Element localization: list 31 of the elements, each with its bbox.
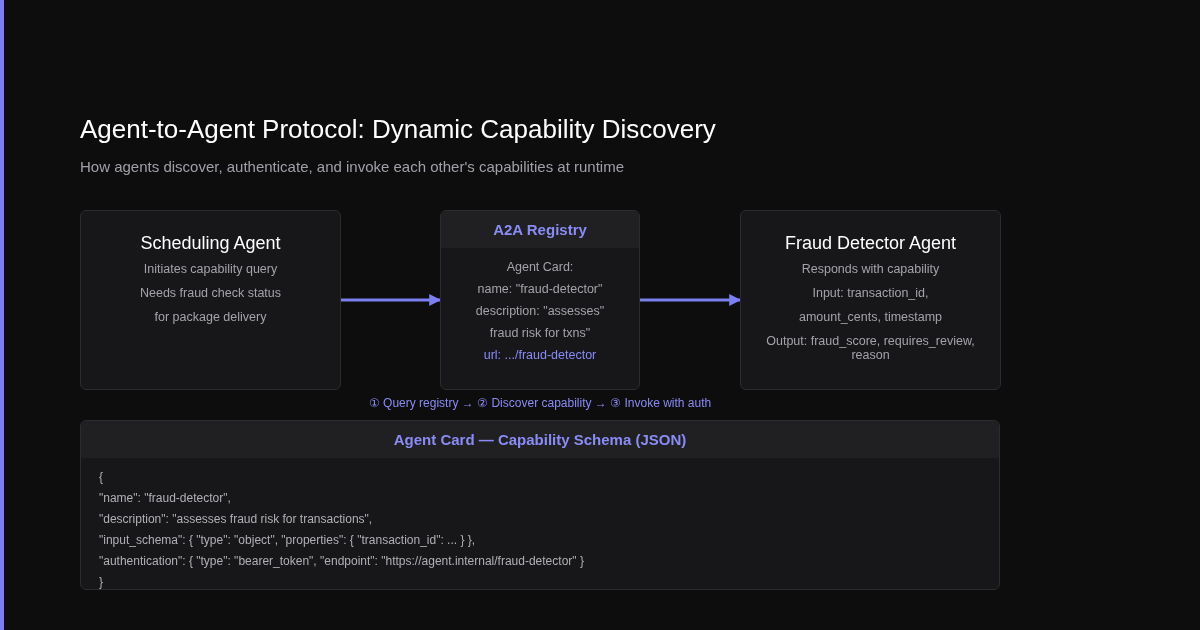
schema-panel (80, 420, 1000, 590)
description-text: Initiates capability query (143, 262, 278, 276)
description-text: Agent Card: (506, 260, 574, 274)
step-sequence: ① Query registry → ② Discover capability → ③ Invoke with auth (367, 396, 713, 410)
agent-box (740, 210, 1001, 390)
description-text: Needs fraud check status (139, 286, 281, 300)
box-heading: Scheduling Agent (139, 233, 282, 254)
agent-box (440, 210, 640, 390)
url-text: url: .../fraud-detector (483, 348, 597, 362)
description-text: Input: transaction_id, (812, 286, 929, 300)
description-text: Output: fraud_score, requires_review, reason (765, 334, 976, 362)
description-text: amount_cents, timestamp (798, 310, 943, 324)
arrow (640, 294, 742, 306)
code-line: } (99, 575, 103, 589)
description-text: description: "assesses" (475, 304, 605, 318)
box-heading: A2A Registry (441, 211, 639, 248)
subtitle: How agents discover, authenticate, and invoke each other's capabilities at runtime (80, 158, 625, 175)
box-heading: Agent Card — Capability Schema (JSON) (81, 421, 999, 458)
description-text: name: "fraud-detector" (477, 282, 603, 296)
title: Agent-to-Agent Protocol: Dynamic Capability Discovery (80, 114, 716, 145)
code-line: { (99, 470, 103, 484)
code-line: "input_schema": { "type": "object", "properties": { "transaction_id": ... } }, (99, 533, 476, 547)
description-text: fraud risk for txns" (489, 326, 591, 340)
box-heading: Fraud Detector Agent (783, 233, 958, 254)
code-line: "authentication": { "type": "bearer_token", "endpoint": "https://agent.internal/fraud-detector" } (99, 554, 584, 568)
arrow (341, 294, 442, 306)
code-line: "description": "assesses fraud risk for transactions", (99, 512, 373, 526)
code-line: "name": "fraud-detector", (99, 491, 231, 505)
agent-box (80, 210, 341, 390)
description-text: Responds with capability (801, 262, 940, 276)
description-text: for package delivery (154, 310, 267, 324)
